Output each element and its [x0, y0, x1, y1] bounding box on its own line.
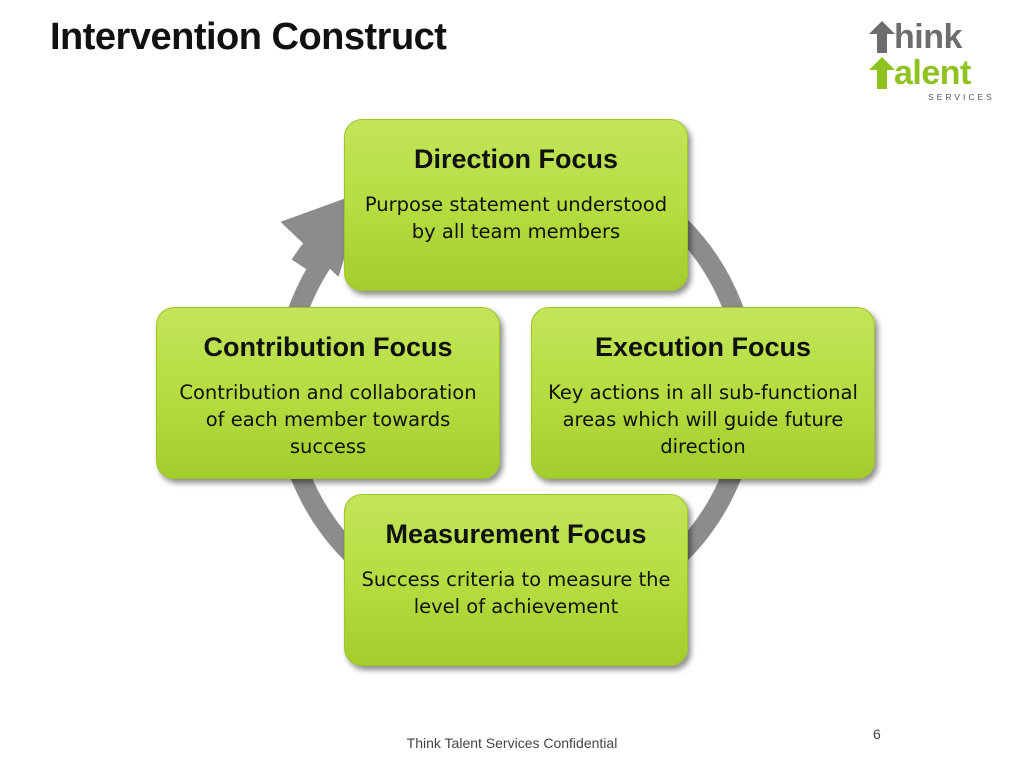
measurement-focus-title: Measurement Focus	[385, 519, 647, 549]
contribution-focus-desc: Contribution and collaboration of each m…	[179, 381, 477, 458]
slide-title: Intervention Construct	[50, 16, 447, 58]
direction-focus-desc: Purpose statement understood by all team…	[364, 193, 668, 243]
think-talent-logo: hink alent SERVICES	[864, 14, 1014, 106]
cycle-arrowhead-icon	[280, 191, 365, 277]
measurement-focus-box: Measurement Focus Success criteria to me…	[344, 494, 688, 666]
contribution-focus-title: Contribution Focus	[203, 332, 453, 362]
logo-arrow-green-icon	[869, 57, 895, 89]
footer-confidential: Think Talent Services Confidential	[406, 735, 618, 751]
contribution-focus-box: Contribution Focus Contribution and coll…	[156, 307, 500, 479]
direction-focus-box: Direction Focus Purpose statement unders…	[344, 119, 688, 291]
page-number: 6	[873, 726, 881, 742]
measurement-focus-desc: Success criteria to measure the level of…	[361, 568, 671, 618]
logo-text-talent: alent	[894, 54, 971, 92]
execution-focus-title: Execution Focus	[594, 332, 812, 362]
direction-focus-title: Direction Focus	[413, 144, 619, 174]
logo-text-think: hink	[894, 18, 962, 56]
execution-focus-box: Execution Focus Key actions in all sub-f…	[531, 307, 875, 479]
execution-focus-desc: Key actions in all sub-functional areas …	[548, 381, 858, 458]
logo-arrow-gray-icon	[869, 21, 895, 53]
logo-text-services: SERVICES	[928, 92, 995, 102]
